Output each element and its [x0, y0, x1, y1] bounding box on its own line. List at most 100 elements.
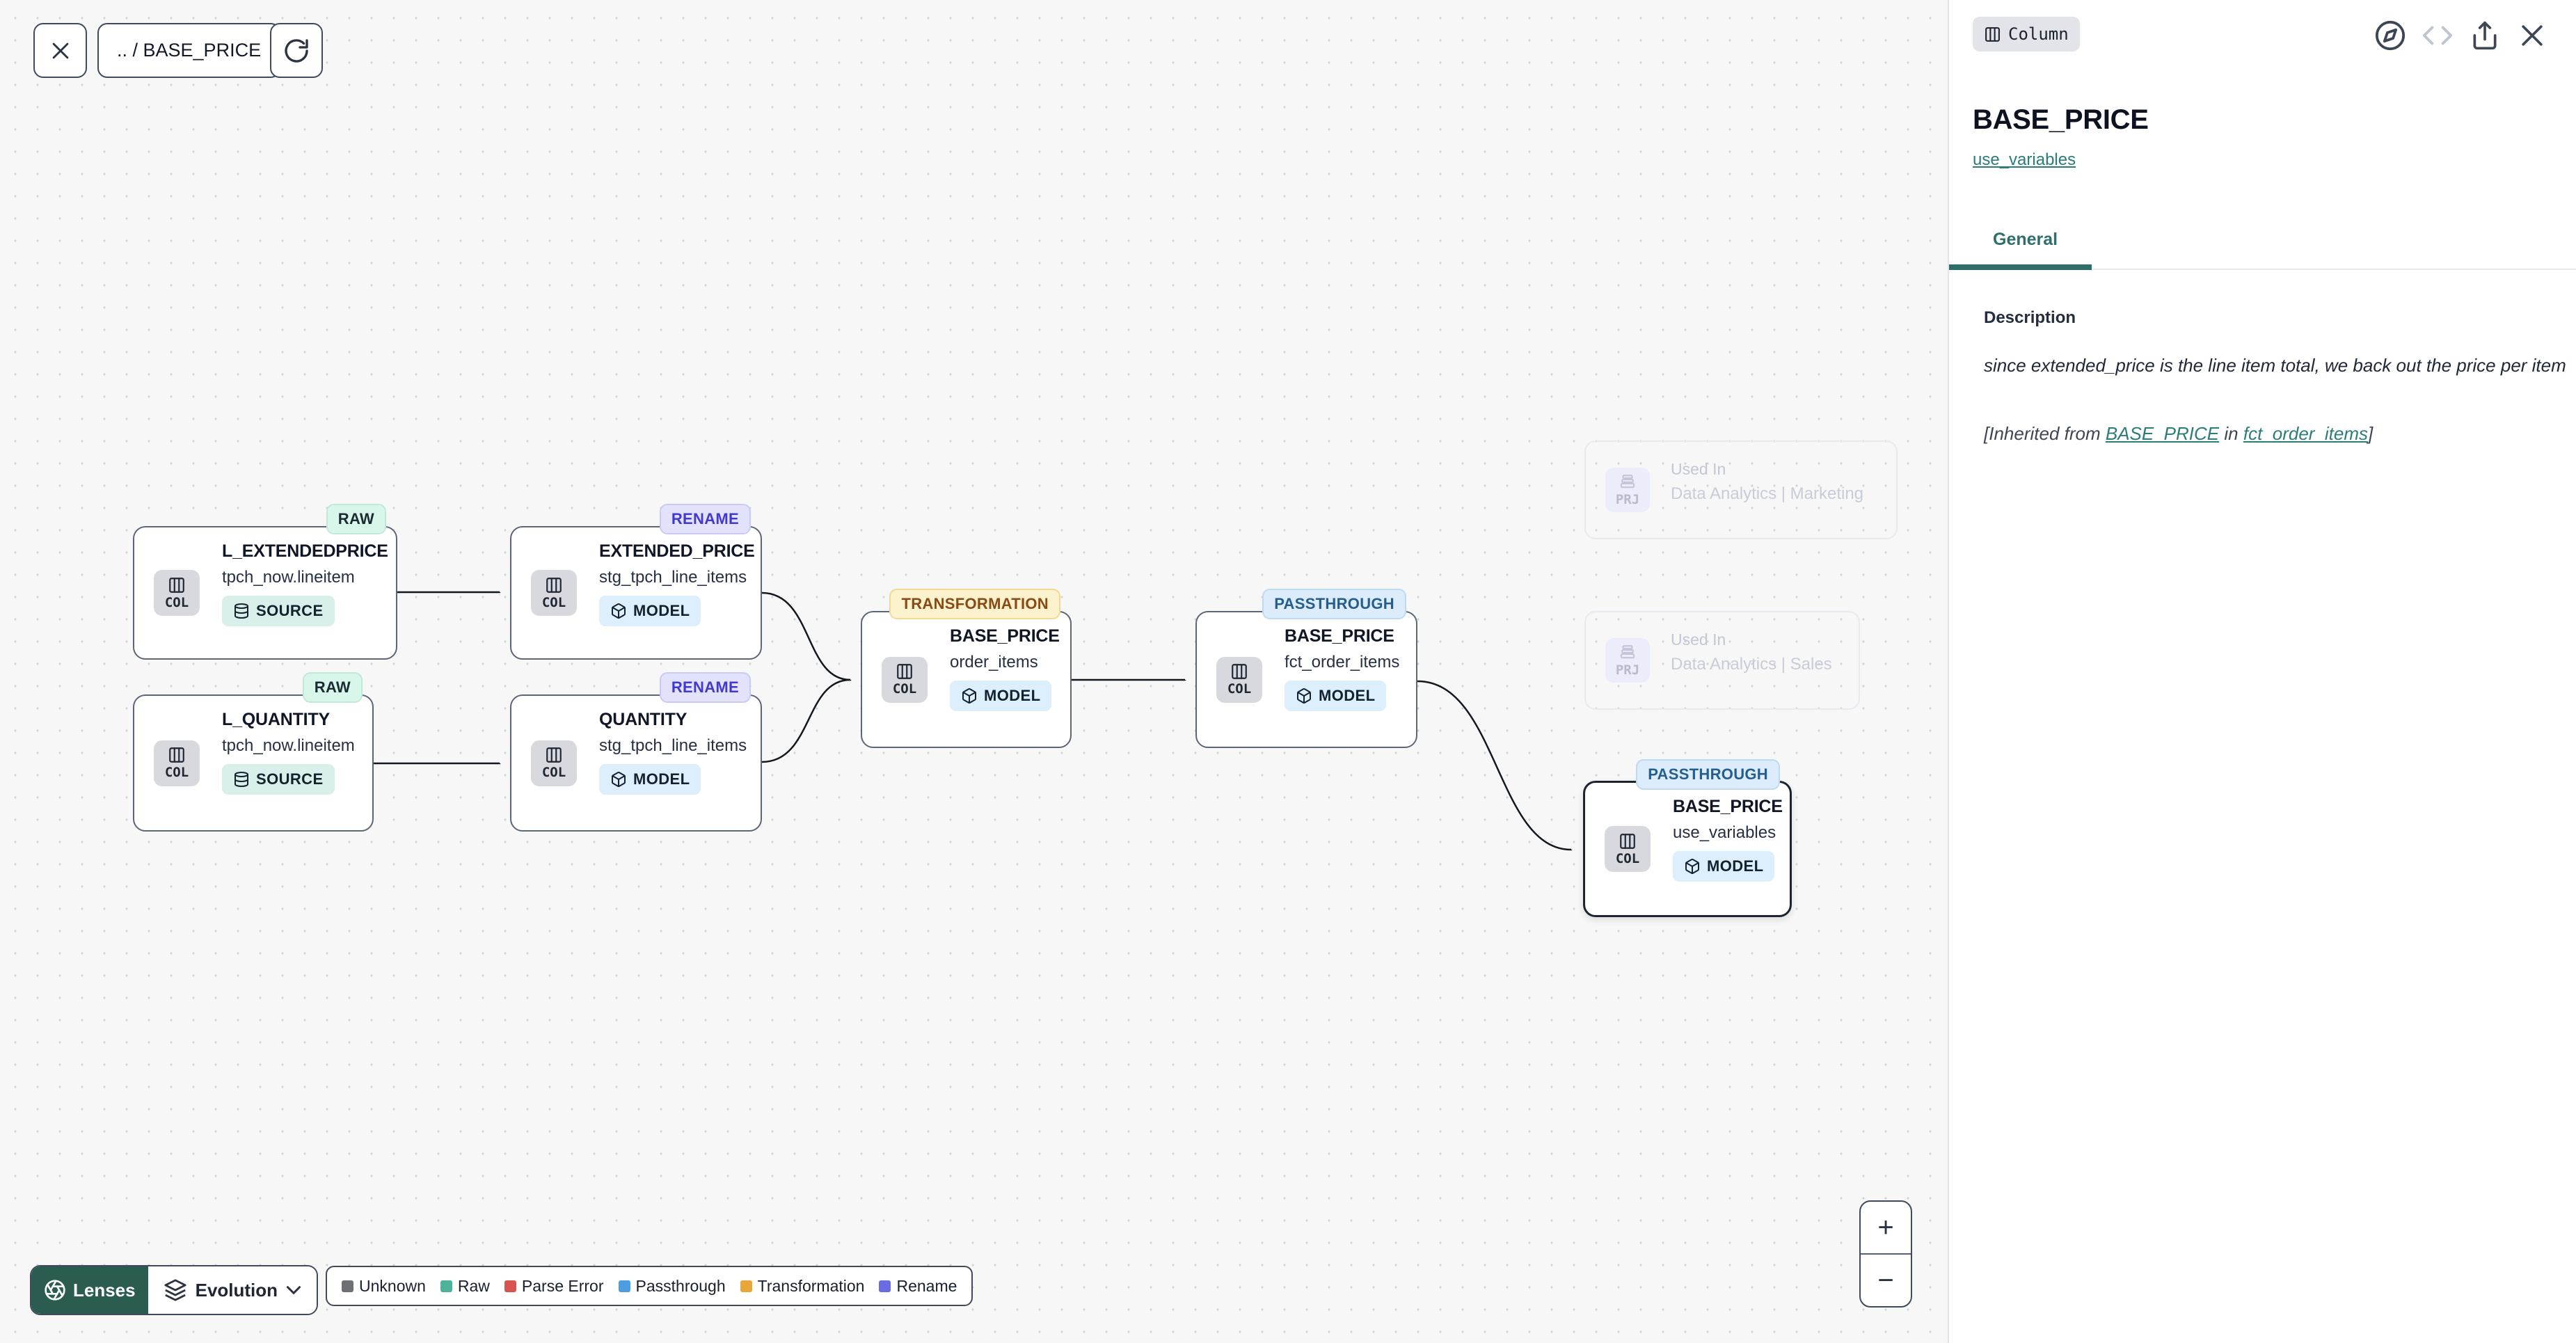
- panel-tabs: General: [1949, 228, 2576, 271]
- columns-icon: [1620, 833, 1635, 849]
- node-subtitle: order_items: [950, 653, 1038, 672]
- columns-icon: [169, 577, 184, 593]
- legend-swatch: [342, 1280, 353, 1292]
- lenses-button[interactable]: Lenses: [31, 1266, 148, 1314]
- legend-item: Transformation: [740, 1277, 864, 1296]
- model-link[interactable]: use_variables: [1973, 150, 2076, 169]
- lenses-label: Lenses: [73, 1279, 136, 1301]
- close-lineage-button[interactable]: [33, 23, 87, 78]
- breadcrumb-label: .. / BASE_PRICE: [117, 40, 262, 61]
- legend-item: Raw: [440, 1277, 490, 1296]
- legend-swatch: [440, 1280, 452, 1292]
- aperture-icon: [45, 1280, 65, 1301]
- node-subtitle: use_variables: [1673, 823, 1776, 842]
- node-title: EXTENDED_PRICE: [599, 541, 755, 561]
- column-chip: COL: [531, 740, 577, 786]
- cube-icon: [1297, 688, 1311, 704]
- legend-item: Unknown: [342, 1277, 426, 1296]
- stack-icon: [1620, 644, 1635, 658]
- node-subtitle: stg_tpch_line_items: [599, 736, 747, 755]
- lineage-node-base-price-order-items[interactable]: TRANSFORMATION COL BASE_PRICE order_item…: [861, 589, 1072, 748]
- columns-icon: [1232, 664, 1247, 679]
- column-chip: COL: [1605, 826, 1651, 872]
- used-in-card-sales[interactable]: PRJ Used In Data Analytics | Sales: [1584, 611, 1860, 710]
- refresh-button[interactable]: [270, 23, 323, 78]
- lineage-node-extended-price[interactable]: RENAME COL EXTENDED_PRICE stg_tpch_line_…: [510, 504, 762, 660]
- node-subtitle: tpch_now.lineitem: [222, 736, 355, 755]
- breadcrumb[interactable]: .. / BASE_PRICE: [97, 23, 281, 78]
- active-tab-indicator: [1949, 264, 2092, 270]
- evolution-tag: RAW: [302, 672, 363, 703]
- columns-icon: [546, 577, 562, 593]
- model-badge: MODEL: [599, 764, 701, 795]
- used-in-name: Data Analytics | Sales: [1671, 655, 1832, 674]
- chevron-down-icon: [287, 1286, 301, 1295]
- refresh-icon: [285, 38, 308, 63]
- lens-mode-dropdown[interactable]: Evolution: [148, 1266, 317, 1314]
- code-icon: [2422, 26, 2453, 45]
- lineage-node-l-quantity[interactable]: RAW COL L_QUANTITY tpch_now.lineitem SOU…: [133, 672, 374, 832]
- view-code-button[interactable]: [2422, 19, 2454, 51]
- database-icon: [234, 772, 248, 787]
- project-chip: PRJ: [1605, 468, 1650, 512]
- columns-icon: [897, 664, 912, 679]
- legend-item: Passthrough: [618, 1277, 726, 1296]
- model-badge: MODEL: [1673, 851, 1775, 882]
- legend-swatch: [618, 1280, 630, 1292]
- detail-panel: Column BASE_PRICE use_variables General …: [1948, 0, 2576, 1343]
- node-subtitle: stg_tpch_line_items: [599, 568, 747, 587]
- stack-icon: [1620, 474, 1635, 488]
- column-chip: COL: [154, 740, 200, 786]
- node-title: BASE_PRICE: [1673, 797, 1783, 816]
- inherited-model-link[interactable]: fct_order_items: [2243, 423, 2369, 444]
- layers-icon: [164, 1279, 186, 1301]
- description-label: Description: [1984, 308, 2076, 327]
- lens-mode-label: Evolution: [195, 1279, 278, 1301]
- entity-type-badge: Column: [1973, 17, 2080, 51]
- model-badge: MODEL: [950, 681, 1052, 711]
- evolution-legend: Unknown Raw Parse Error Passthrough Tran…: [326, 1266, 973, 1306]
- node-title: L_EXTENDEDPRICE: [222, 541, 388, 561]
- lineage-node-base-price-use-variables-selected[interactable]: PASSTHROUGH COL BASE_PRICE use_variables…: [1583, 759, 1792, 917]
- compass-explore-button[interactable]: [2374, 19, 2406, 51]
- panel-title: BASE_PRICE: [1973, 104, 2149, 135]
- legend-item: Rename: [879, 1277, 957, 1296]
- project-chip: PRJ: [1605, 638, 1650, 683]
- close-panel-button[interactable]: [2516, 19, 2548, 51]
- minus-icon: −: [1877, 1264, 1894, 1296]
- columns-icon: [546, 747, 562, 763]
- node-subtitle: fct_order_items: [1285, 653, 1400, 672]
- lineage-node-base-price-fct-order-items[interactable]: PASSTHROUGH COL BASE_PRICE fct_order_ite…: [1195, 589, 1417, 748]
- description-text: since extended_price is the line item to…: [1984, 355, 2566, 376]
- evolution-tag: PASSTHROUGH: [1636, 759, 1780, 790]
- used-in-label: Used In: [1671, 630, 1726, 649]
- node-subtitle: tpch_now.lineitem: [222, 568, 355, 587]
- zoom-controls: + −: [1859, 1200, 1912, 1308]
- share-button[interactable]: [2469, 19, 2501, 51]
- legend-swatch: [879, 1280, 891, 1292]
- lineage-canvas[interactable]: .. / BASE_PRICE RAW COL L_EXTENDEDPRICE …: [0, 0, 1948, 1343]
- cube-icon: [612, 603, 626, 619]
- legend-item: Parse Error: [504, 1277, 604, 1296]
- cube-icon: [1685, 859, 1699, 874]
- model-badge: MODEL: [599, 596, 701, 626]
- database-icon: [234, 603, 248, 619]
- evolution-tag: PASSTHROUGH: [1262, 589, 1406, 619]
- inherited-column-link[interactable]: BASE_PRICE: [2105, 423, 2220, 444]
- columns-icon: [1985, 26, 2000, 42]
- used-in-card-marketing[interactable]: PRJ Used In Data Analytics | Marketing: [1584, 440, 1898, 539]
- zoom-out-button[interactable]: −: [1861, 1255, 1911, 1306]
- model-badge: MODEL: [1285, 681, 1387, 711]
- zoom-in-button[interactable]: +: [1861, 1202, 1911, 1255]
- used-in-name: Data Analytics | Marketing: [1671, 484, 1864, 503]
- source-badge: SOURCE: [222, 596, 335, 626]
- close-icon: [2522, 25, 2543, 46]
- node-title: BASE_PRICE: [1285, 626, 1394, 646]
- cube-icon: [962, 688, 976, 704]
- column-chip: COL: [531, 570, 577, 616]
- lineage-node-l-extendedprice[interactable]: RAW COL L_EXTENDEDPRICE tpch_now.lineite…: [133, 504, 397, 660]
- lineage-node-quantity[interactable]: RENAME COL QUANTITY stg_tpch_line_items …: [510, 672, 762, 832]
- close-icon: [52, 42, 68, 58]
- tab-general[interactable]: General: [1993, 230, 2058, 249]
- used-in-label: Used In: [1671, 460, 1726, 478]
